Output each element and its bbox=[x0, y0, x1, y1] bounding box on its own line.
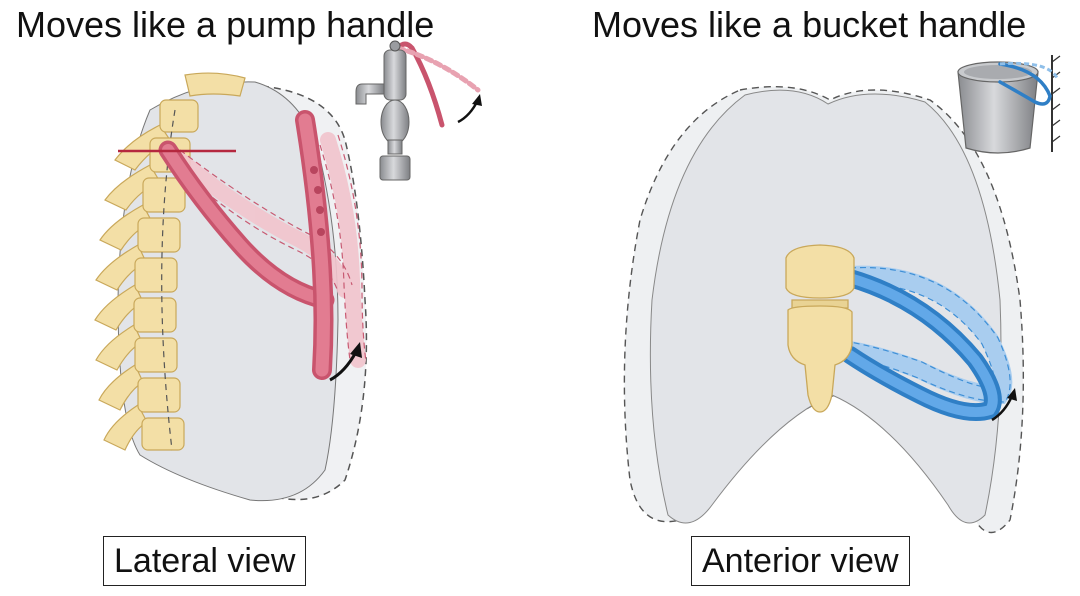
thoracic-spine bbox=[94, 72, 246, 451]
water-pump-icon bbox=[355, 40, 482, 181]
lateral-thorax bbox=[94, 72, 368, 502]
anterior-view-caption: Anterior view bbox=[691, 536, 910, 586]
lateral-view-caption: Lateral view bbox=[103, 536, 307, 586]
pump-handle-title: Moves like a pump handle bbox=[16, 4, 435, 45]
spinal-dashed-line bbox=[161, 109, 176, 451]
elevated-rib-ghost bbox=[172, 132, 366, 368]
anterior-thorax bbox=[623, 86, 1025, 534]
bucket-handle-title: Moves like a bucket handle bbox=[592, 4, 1027, 45]
bucket-icon bbox=[957, 55, 1061, 154]
thoracic-vertebra bbox=[785, 244, 855, 413]
